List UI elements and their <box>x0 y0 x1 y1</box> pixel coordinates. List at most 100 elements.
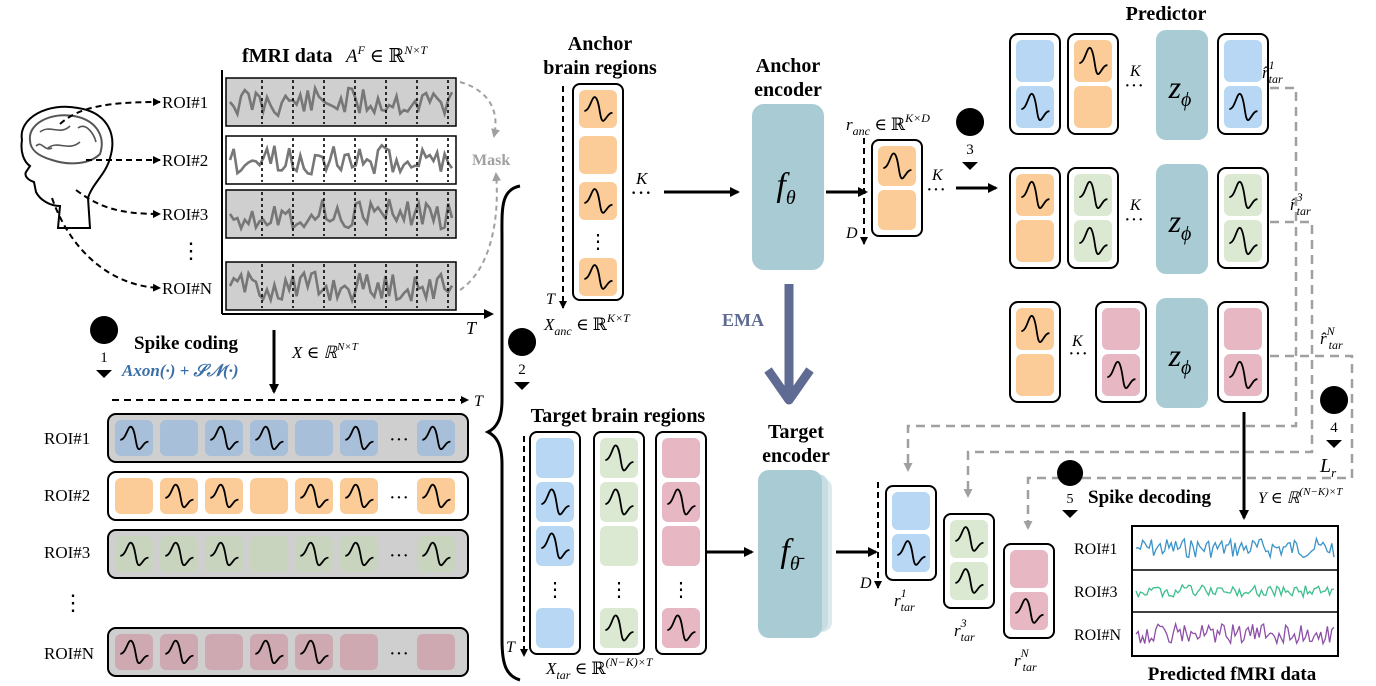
anchor-cell <box>579 90 617 128</box>
spike-waveform <box>165 639 194 664</box>
r-tar-column <box>885 485 937 581</box>
spike-waveform <box>255 639 284 664</box>
predictor-cell <box>1016 220 1054 262</box>
fmri-roi-ellipsis: ⋮ <box>180 238 202 263</box>
svg-text:2: 2 <box>518 362 526 378</box>
r-tar-cell <box>1010 592 1048 630</box>
r-tar-column <box>1003 543 1055 639</box>
spike-waveform <box>165 483 194 508</box>
spike-cell <box>340 478 378 514</box>
spike-roi-n-label: ROI#N <box>44 644 94 663</box>
target-cell <box>600 608 638 648</box>
anchor-x-label: Xanc ∈ ℝK×T <box>543 311 631 338</box>
spike-waveform <box>345 483 374 508</box>
spike-cell <box>250 634 288 670</box>
predictor-cell <box>1102 354 1140 396</box>
spike-cell <box>115 420 153 456</box>
fmri-roi-2-label: ROI#2 <box>162 151 208 170</box>
spike-waveform <box>1021 314 1050 343</box>
spike-coding-section: 1 Spike coding Axon(·) + 𝒮𝒩(·) X ∈ ℝN×T … <box>44 316 484 677</box>
fmri-row-box <box>225 135 457 185</box>
mask-label: Mask <box>472 152 510 169</box>
predictor-cell <box>1224 220 1262 262</box>
spike-coding-formula: Axon(·) + 𝒮𝒩(·) <box>121 361 239 380</box>
spike-cell <box>250 536 288 572</box>
predictor-cell <box>1074 86 1112 128</box>
fmri-roi-3-label: ROI#3 <box>162 205 208 224</box>
svg-text:4: 4 <box>1330 420 1338 436</box>
mask-arrows <box>459 81 502 291</box>
spike-roi-ellipsis: ⋮ <box>62 590 84 615</box>
spike-waveform <box>1021 92 1050 121</box>
predicted-signal-roi-3 <box>1135 583 1335 600</box>
target-cell <box>536 482 574 522</box>
spike-waveform <box>210 425 239 450</box>
target-cell <box>600 526 638 566</box>
anchor-encoder-block <box>752 104 824 270</box>
target-encoder-section: Target encoder fθ̄ <box>758 421 878 638</box>
predictor-cell <box>1074 40 1112 82</box>
anchor-cell <box>579 182 617 220</box>
target-column: ⋮ <box>529 431 581 655</box>
predictor-block <box>1156 298 1208 408</box>
vertical-ellipsis: ⋮ <box>588 231 608 253</box>
spike-waveform <box>422 541 451 566</box>
spike-waveform <box>667 488 696 516</box>
spike-waveform <box>120 425 149 450</box>
spike-t-label: T <box>474 393 484 410</box>
spike-cell <box>417 478 455 514</box>
spike-waveform <box>1229 360 1258 389</box>
vertical-ellipsis: ⋮ <box>609 579 629 601</box>
spike-waveform <box>1079 180 1108 209</box>
spike-waveform <box>605 488 634 516</box>
spike-waveform <box>541 532 570 560</box>
spike-waveform <box>165 541 194 566</box>
spike-coding-x-label: X ∈ ℝN×T <box>291 341 359 362</box>
spike-cell <box>340 420 378 456</box>
target-cell <box>600 438 638 478</box>
predictor-symbol: zϕ <box>1168 69 1192 111</box>
spike-waveform <box>120 639 149 664</box>
r-tar-column <box>943 513 995 609</box>
anchor-cell <box>579 136 617 174</box>
horizontal-ellipsis: ··· <box>389 643 409 665</box>
horizontal-ellipsis: ··· <box>389 545 409 567</box>
fmri-row <box>225 261 457 311</box>
spike-cell <box>417 634 455 670</box>
predictor-cell <box>1016 40 1054 82</box>
loss-label: Lr <box>1319 455 1337 480</box>
predicted-roi-n-label: ROI#N <box>1074 627 1122 644</box>
spike-waveform <box>955 568 984 594</box>
fmri-signal <box>228 83 454 119</box>
r-anc-k-dots: ··· <box>926 179 946 201</box>
r-tar-d-label: D <box>859 575 872 592</box>
spike-cell <box>340 536 378 572</box>
spike-waveform <box>883 152 912 180</box>
predictor-cell <box>1224 354 1262 396</box>
spike-roi-1-label: ROI#1 <box>44 429 90 448</box>
spike-waveform <box>1079 46 1108 75</box>
target-cell <box>536 608 574 648</box>
spike-waveform <box>1229 226 1258 255</box>
spike-cell <box>160 536 198 572</box>
spike-waveform <box>584 96 613 122</box>
step-5-badge: 5 <box>1057 460 1084 518</box>
spike-waveform <box>667 614 696 642</box>
fmri-row <box>225 189 457 239</box>
spike-decoding-section: 5 Spike decoding Y ∈ ℝ(N−K)×T ROI#1 ROI#… <box>1057 460 1343 685</box>
target-cell <box>536 526 574 566</box>
horizontal-ellipsis: ··· <box>1124 209 1144 231</box>
predictor-k-label: K <box>1129 197 1142 214</box>
spike-cell <box>160 420 198 456</box>
target-cell <box>600 482 638 522</box>
spike-waveform <box>210 541 239 566</box>
fmri-signal <box>228 198 454 232</box>
predictor-cell <box>1016 354 1054 396</box>
anchor-k-label: K <box>635 169 649 188</box>
